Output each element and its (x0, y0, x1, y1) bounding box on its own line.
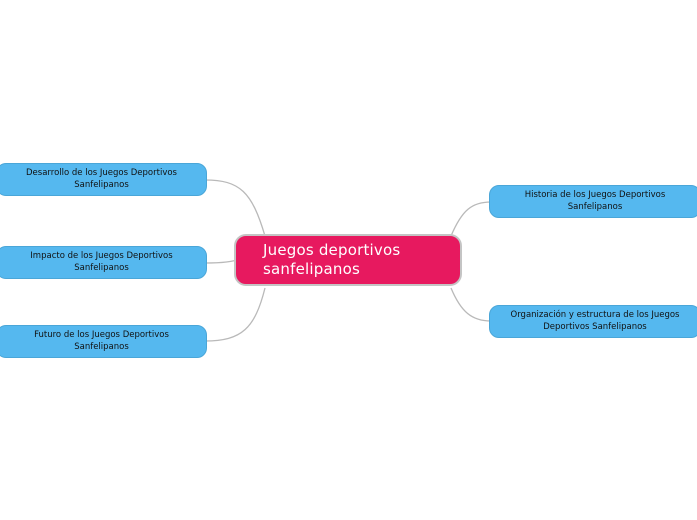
central-topic[interactable]: Juegos deportivos sanfelipanos (234, 234, 462, 286)
topic-historia[interactable]: Historia de los Juegos Deportivos Sanfel… (489, 185, 697, 218)
connector-futuro (204, 287, 266, 342)
connector-desarrollo (204, 179, 266, 237)
connector-historia (450, 201, 492, 237)
topic-impacto[interactable]: Impacto de los Juegos Deportivos Sanfeli… (0, 246, 207, 279)
topic-label: Desarrollo de los Juegos Deportivos Sanf… (26, 168, 177, 190)
topic-label: Historia de los Juegos Deportivos Sanfel… (524, 190, 666, 212)
connector-organizacion (450, 287, 492, 322)
topic-futuro[interactable]: Futuro de los Juegos Deportivos Sanfelip… (0, 325, 207, 358)
topic-label: Futuro de los Juegos Deportivos Sanfelip… (34, 330, 169, 352)
topic-desarrollo[interactable]: Desarrollo de los Juegos Deportivos Sanf… (0, 163, 207, 196)
topic-label: Organización y estructura de los Juegos … (510, 310, 680, 332)
topic-label: Impacto de los Juegos Deportivos Sanfeli… (30, 251, 173, 273)
central-topic-label: Juegos deportivos sanfelipanos (263, 241, 401, 278)
topic-organizacion[interactable]: Organización y estructura de los Juegos … (489, 305, 697, 338)
